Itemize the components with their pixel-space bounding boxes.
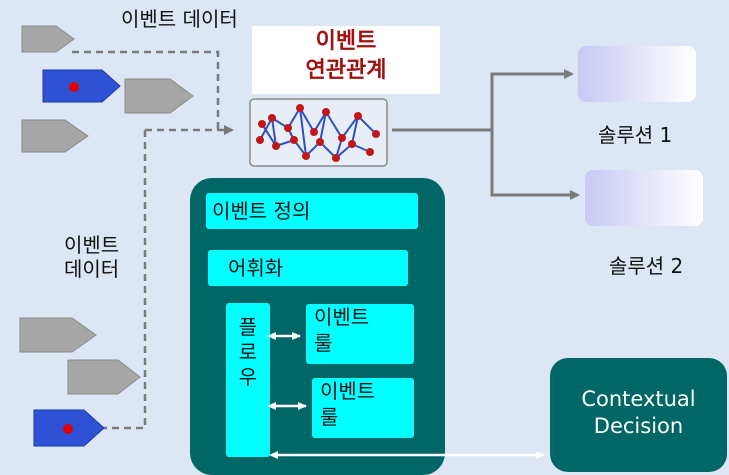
event-shape-icon <box>19 317 97 353</box>
event-definition-box: 이벤트 정의 <box>206 193 418 229</box>
solution-arrows <box>392 69 580 200</box>
flow-box: 플 로 우 <box>226 303 270 457</box>
event-data-label-top: 이벤트 데이터 <box>121 7 238 31</box>
event-shape-icon <box>21 119 89 153</box>
correlation-title-box <box>252 26 440 94</box>
event-shape-icon <box>67 359 141 395</box>
contextual-decision-box <box>550 358 727 472</box>
event-shape-icon <box>124 78 194 114</box>
blue-event-shape-icon <box>42 69 121 103</box>
network-graph-icon <box>249 98 388 167</box>
event-rule-box-1: 이벤트 룰 <box>306 304 414 364</box>
solution-2-box <box>585 170 703 226</box>
vocabulary-box: 어휘화 <box>208 250 408 286</box>
event-rule-box-2: 이벤트 룰 <box>312 378 414 438</box>
solution-1-box <box>578 46 696 102</box>
event-data-label-left: 이벤트 데이터 <box>64 233 120 281</box>
event-dot-icon <box>63 424 73 434</box>
dashed-feed-top <box>72 50 234 430</box>
event-shapes <box>19 25 194 395</box>
correlation-title: 이벤트 연관관계 <box>305 29 387 83</box>
solution-2-label: 솔루션 2 <box>609 254 684 278</box>
contextual-decision-label: Contextual Decision <box>581 387 696 439</box>
event-shape-icon <box>21 25 75 53</box>
event-dot-icon <box>69 82 79 92</box>
event-shapes-blue <box>33 69 121 447</box>
solution-1-label: 솔루션 1 <box>598 123 673 147</box>
